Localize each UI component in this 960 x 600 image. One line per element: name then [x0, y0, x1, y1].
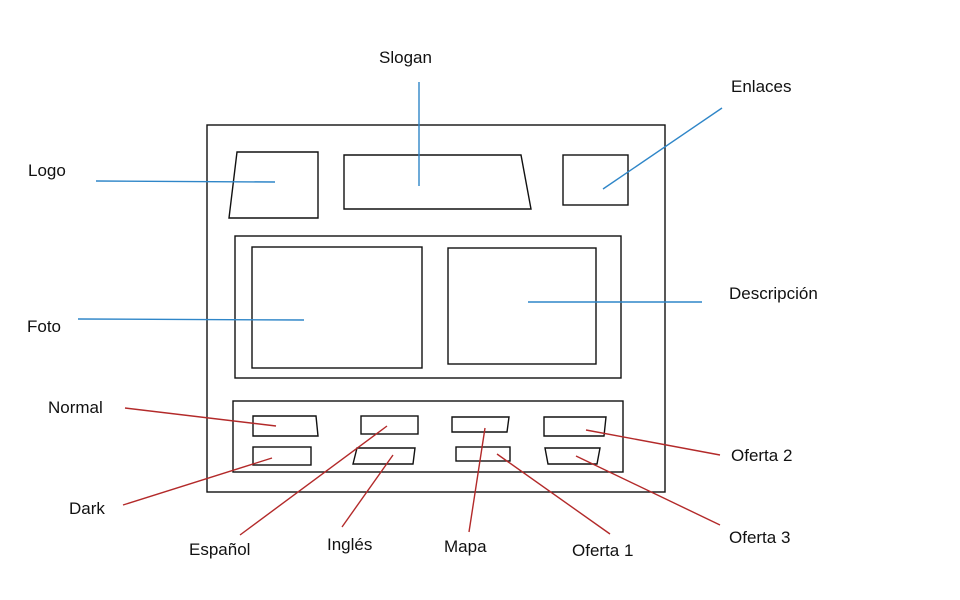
oferta1-button-shape — [455, 446, 511, 462]
oferta2-label: Oferta 2 — [731, 446, 793, 465]
mapa-leader — [468, 427, 486, 533]
espanol-label: Español — [189, 540, 251, 559]
logo-leader — [95, 180, 276, 183]
ingles-label: Inglés — [327, 535, 373, 554]
enlaces-label: Enlaces — [731, 77, 792, 96]
mapa-button-shape — [451, 416, 510, 433]
oferta2-leader — [585, 429, 721, 456]
oferta2-button-shape — [543, 416, 607, 437]
normal-label: Normal — [48, 398, 103, 417]
descripcion-label: Descripción — [729, 284, 818, 303]
normal-button-shape — [252, 415, 319, 437]
dark-leader — [122, 457, 273, 506]
photo-box — [251, 246, 423, 369]
oferta1-leader — [496, 453, 611, 535]
ingles-button-shape — [352, 447, 416, 465]
oferta3-button-shape — [544, 447, 601, 465]
logo-label: Logo — [28, 161, 66, 180]
foto-leader — [77, 318, 305, 321]
logo-box — [228, 151, 319, 219]
normal-leader — [124, 407, 277, 427]
dark-button-shape — [252, 446, 312, 466]
slogan-label: Slogan — [379, 48, 432, 67]
page-frame — [206, 124, 666, 493]
description-box — [447, 247, 597, 365]
dark-label: Dark — [69, 499, 105, 518]
enlaces-leader — [602, 107, 723, 190]
oferta3-leader — [575, 455, 721, 526]
content-frame — [234, 235, 622, 379]
oferta1-label: Oferta 1 — [572, 541, 634, 560]
foto-label: Foto — [27, 317, 62, 336]
links-box — [562, 154, 629, 206]
mapa-label: Mapa — [444, 537, 487, 556]
espanol-button-shape — [360, 415, 419, 435]
slogan-box — [343, 154, 532, 210]
espanol-leader — [239, 425, 388, 536]
oferta3-label: Oferta 3 — [729, 528, 791, 547]
ingles-leader — [341, 454, 394, 528]
